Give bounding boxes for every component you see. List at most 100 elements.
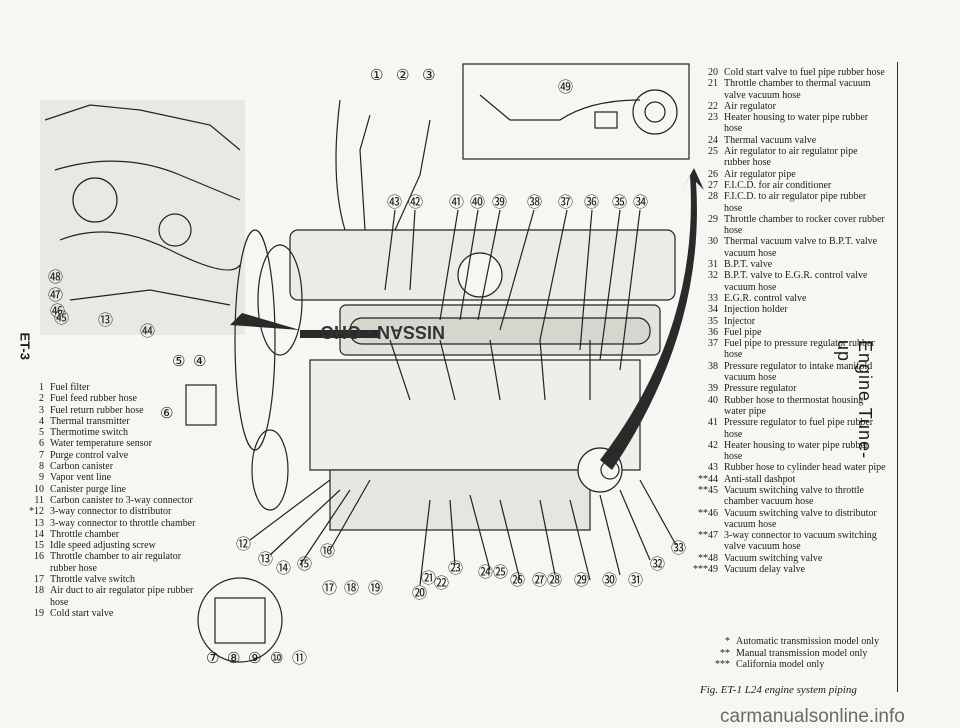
figure-caption: Fig. ET-1 L24 engine system piping [700,684,857,696]
legend-number: 40 [708,394,718,406]
legend-text: Fuel feed rubber hose [50,393,137,405]
legend-number: 30 [708,236,718,248]
callout-48: ㊽ [48,268,63,286]
legend-number: 42 [708,439,718,451]
callout-1: ① [370,66,383,84]
legend-number: 43 [708,462,718,474]
legend-number: 38 [708,360,718,372]
legend-number: 7 [39,449,44,461]
callout-17: ⑰ [322,579,337,597]
legend-number: ***49 [693,564,718,576]
callout-46: ㊻ [50,302,65,320]
legend-item: ***49 Vacuum delay valve [686,564,886,575]
legend-text: E.G.R. control valve [724,292,807,304]
callout-29: ㉙ [574,571,589,589]
legend-text: Cold start valve to fuel pipe rubber hos… [724,67,885,78]
legend-text: B.P.T. valve to E.G.R. control valve vac… [724,270,868,293]
legend-text: Fuel filter [50,382,90,393]
legend-text: Air regulator to air regulator pipe rubb… [724,146,858,169]
legend-number: 17 [34,574,44,586]
callout-3: ③ [422,66,435,84]
legend-number: 20 [708,67,718,78]
legend-item: 1 Fuel filter [18,382,198,393]
legend-number: *** [715,659,730,670]
callout-41: ㊶ [449,193,464,211]
callout-22: ㉒ [434,574,449,592]
legend-text: Purge control valve [50,449,129,461]
callout-45: ㊺ [54,309,69,327]
section-divider [897,62,898,692]
legend-text: Manual transmission model only [736,647,868,659]
legend-number: **47 [698,530,718,542]
callout-2: ② [396,66,409,84]
legend-text: Vacuum delay valve [724,564,806,576]
legend-text: Throttle chamber to air regulator rubber… [50,551,182,574]
legend-text: Thermal vacuum valve to B.P.T. valve vac… [724,236,878,259]
legend-text: Pressure regulator to intake manifold va… [724,360,873,384]
legend-item: **45 Vacuum switching valve to throttle c… [686,485,886,508]
callout-5: ⑤ [172,352,185,370]
legend-number: *12 [29,506,44,518]
legend-text: Carbon canister [50,461,114,473]
legend-text: Carbon canister to 3-way connector [50,494,193,506]
callout-30: ㉚ [602,571,617,589]
callout-20: ⑳ [412,584,427,602]
legend-text: Throttle chamber [50,528,120,540]
callout-42: ㊷ [408,193,423,211]
legend-text: Fuel return rubber hose [50,404,144,416]
legend-text: Throttle valve switch [50,574,135,586]
legend-number: 13 [34,517,44,529]
callout-40: ㊵ [470,193,485,211]
legend-text: Injection holder [724,304,788,316]
legend-text: Cold start valve [50,607,114,619]
legend-number: 4 [39,415,44,427]
legend-item: *Automatic transmission model only [686,636,886,648]
legend-text: Air regulator pipe [724,168,796,180]
legend-number: 19 [34,607,44,619]
legend-number: 27 [708,179,718,191]
legend-text: B.P.T. valve [724,259,773,271]
legend-number: 35 [708,315,718,327]
callout-10: ⑩ [270,649,283,667]
legend-text: Anti-stall dashpot [724,473,796,485]
legend-number: 21 [708,78,718,90]
legend-number: 18 [34,585,44,597]
legend-text: F.I.C.D. for air conditioner [724,179,832,191]
legend-number: 5 [39,427,44,439]
legend-number: 39 [708,383,718,395]
callout-27-28: ㉗㉘ [532,571,562,589]
callout-44: ㊹ [140,322,155,340]
legend-text: Automatic transmission model only [736,636,880,647]
legend-text: Vacuum switching valve to throttle chamb… [724,484,864,508]
callout-32: ㉜ [650,555,665,573]
callout-9: ⑨ [248,649,261,667]
legend-number: 25 [708,146,718,158]
legend-text: Thermal vacuum valve [724,134,817,146]
legend-number: **45 [698,484,718,496]
legend-number: ** [720,647,730,659]
legend-number: 1 [39,382,44,393]
legend-number: 16 [34,551,44,563]
legend-item: 27 F.I.C.D. for air conditioner [686,180,886,191]
legend-text: 3-way connector to throttle chamber [50,517,196,529]
legend-item: 7 Purge control valve [18,450,198,461]
legend-text: Throttle chamber to thermal vacuum valve… [724,78,871,101]
legend-number: **44 [698,473,718,485]
